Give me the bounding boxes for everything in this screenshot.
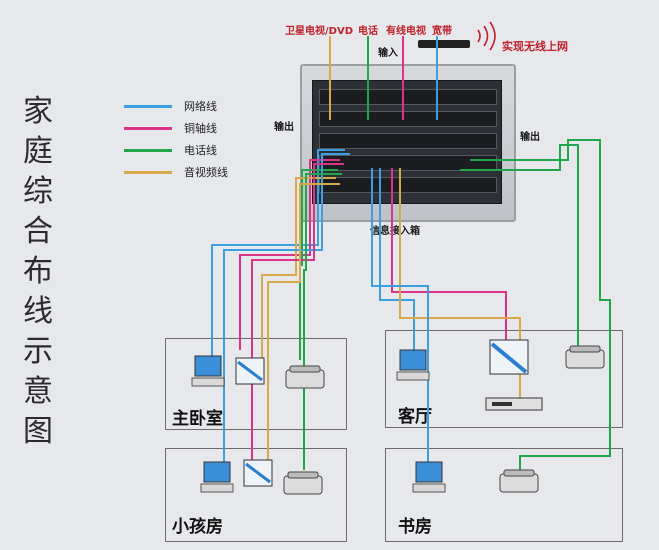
legend-swatch (124, 149, 172, 152)
legend-item-network: 网络线 (118, 96, 258, 116)
title-char: 图 (23, 414, 53, 449)
label-input: 输入 (378, 48, 398, 59)
label-phone-source: 电话 (358, 26, 378, 37)
rack-unit (319, 111, 497, 127)
label-info-box: 信息接入箱 (370, 226, 420, 237)
room-label-master: 主卧室 (172, 409, 223, 429)
title-char: 布 (23, 254, 53, 289)
wireless-router-icon (418, 40, 470, 48)
legend-swatch (124, 127, 172, 130)
vertical-title: 家 庭 综 合 布 线 示 意 图 (18, 92, 58, 452)
title-char: 合 (23, 214, 53, 249)
rack-unit (319, 155, 497, 171)
room-label-living: 客厅 (398, 407, 432, 427)
legend-label: 网络线 (184, 100, 217, 113)
legend-swatch (124, 105, 172, 108)
legend-item-av: 音视频线 (118, 162, 258, 182)
title-char: 示 (23, 334, 53, 369)
label-broadband: 宽带 (432, 26, 452, 37)
title-char: 线 (23, 294, 53, 329)
rack-unit (319, 133, 497, 149)
title-char: 综 (23, 174, 53, 209)
legend-label: 铜轴线 (184, 122, 217, 135)
label-output-right: 输出 (520, 132, 540, 143)
legend-label: 音视频线 (184, 166, 228, 179)
title-char: 意 (23, 374, 53, 409)
rack-unit (319, 89, 497, 105)
label-satellite: 卫星电视/DVD (285, 26, 353, 37)
room-label-study: 书房 (398, 517, 432, 537)
rack-unit (319, 177, 497, 193)
wireless-signal-icon (477, 21, 496, 51)
equipment-rack (312, 80, 502, 204)
legend-label: 电话线 (184, 144, 217, 157)
title-char: 家 (23, 94, 53, 129)
room-label-kids: 小孩房 (172, 517, 223, 537)
legend-item-coax: 铜轴线 (118, 118, 258, 138)
label-cable-tv: 有线电视 (386, 26, 426, 37)
title-char: 庭 (23, 134, 53, 169)
legend-item-phone: 电话线 (118, 140, 258, 160)
legend-swatch (124, 171, 172, 174)
label-wireless: 实现无线上网 (502, 40, 568, 53)
label-output-left: 输出 (274, 122, 294, 133)
